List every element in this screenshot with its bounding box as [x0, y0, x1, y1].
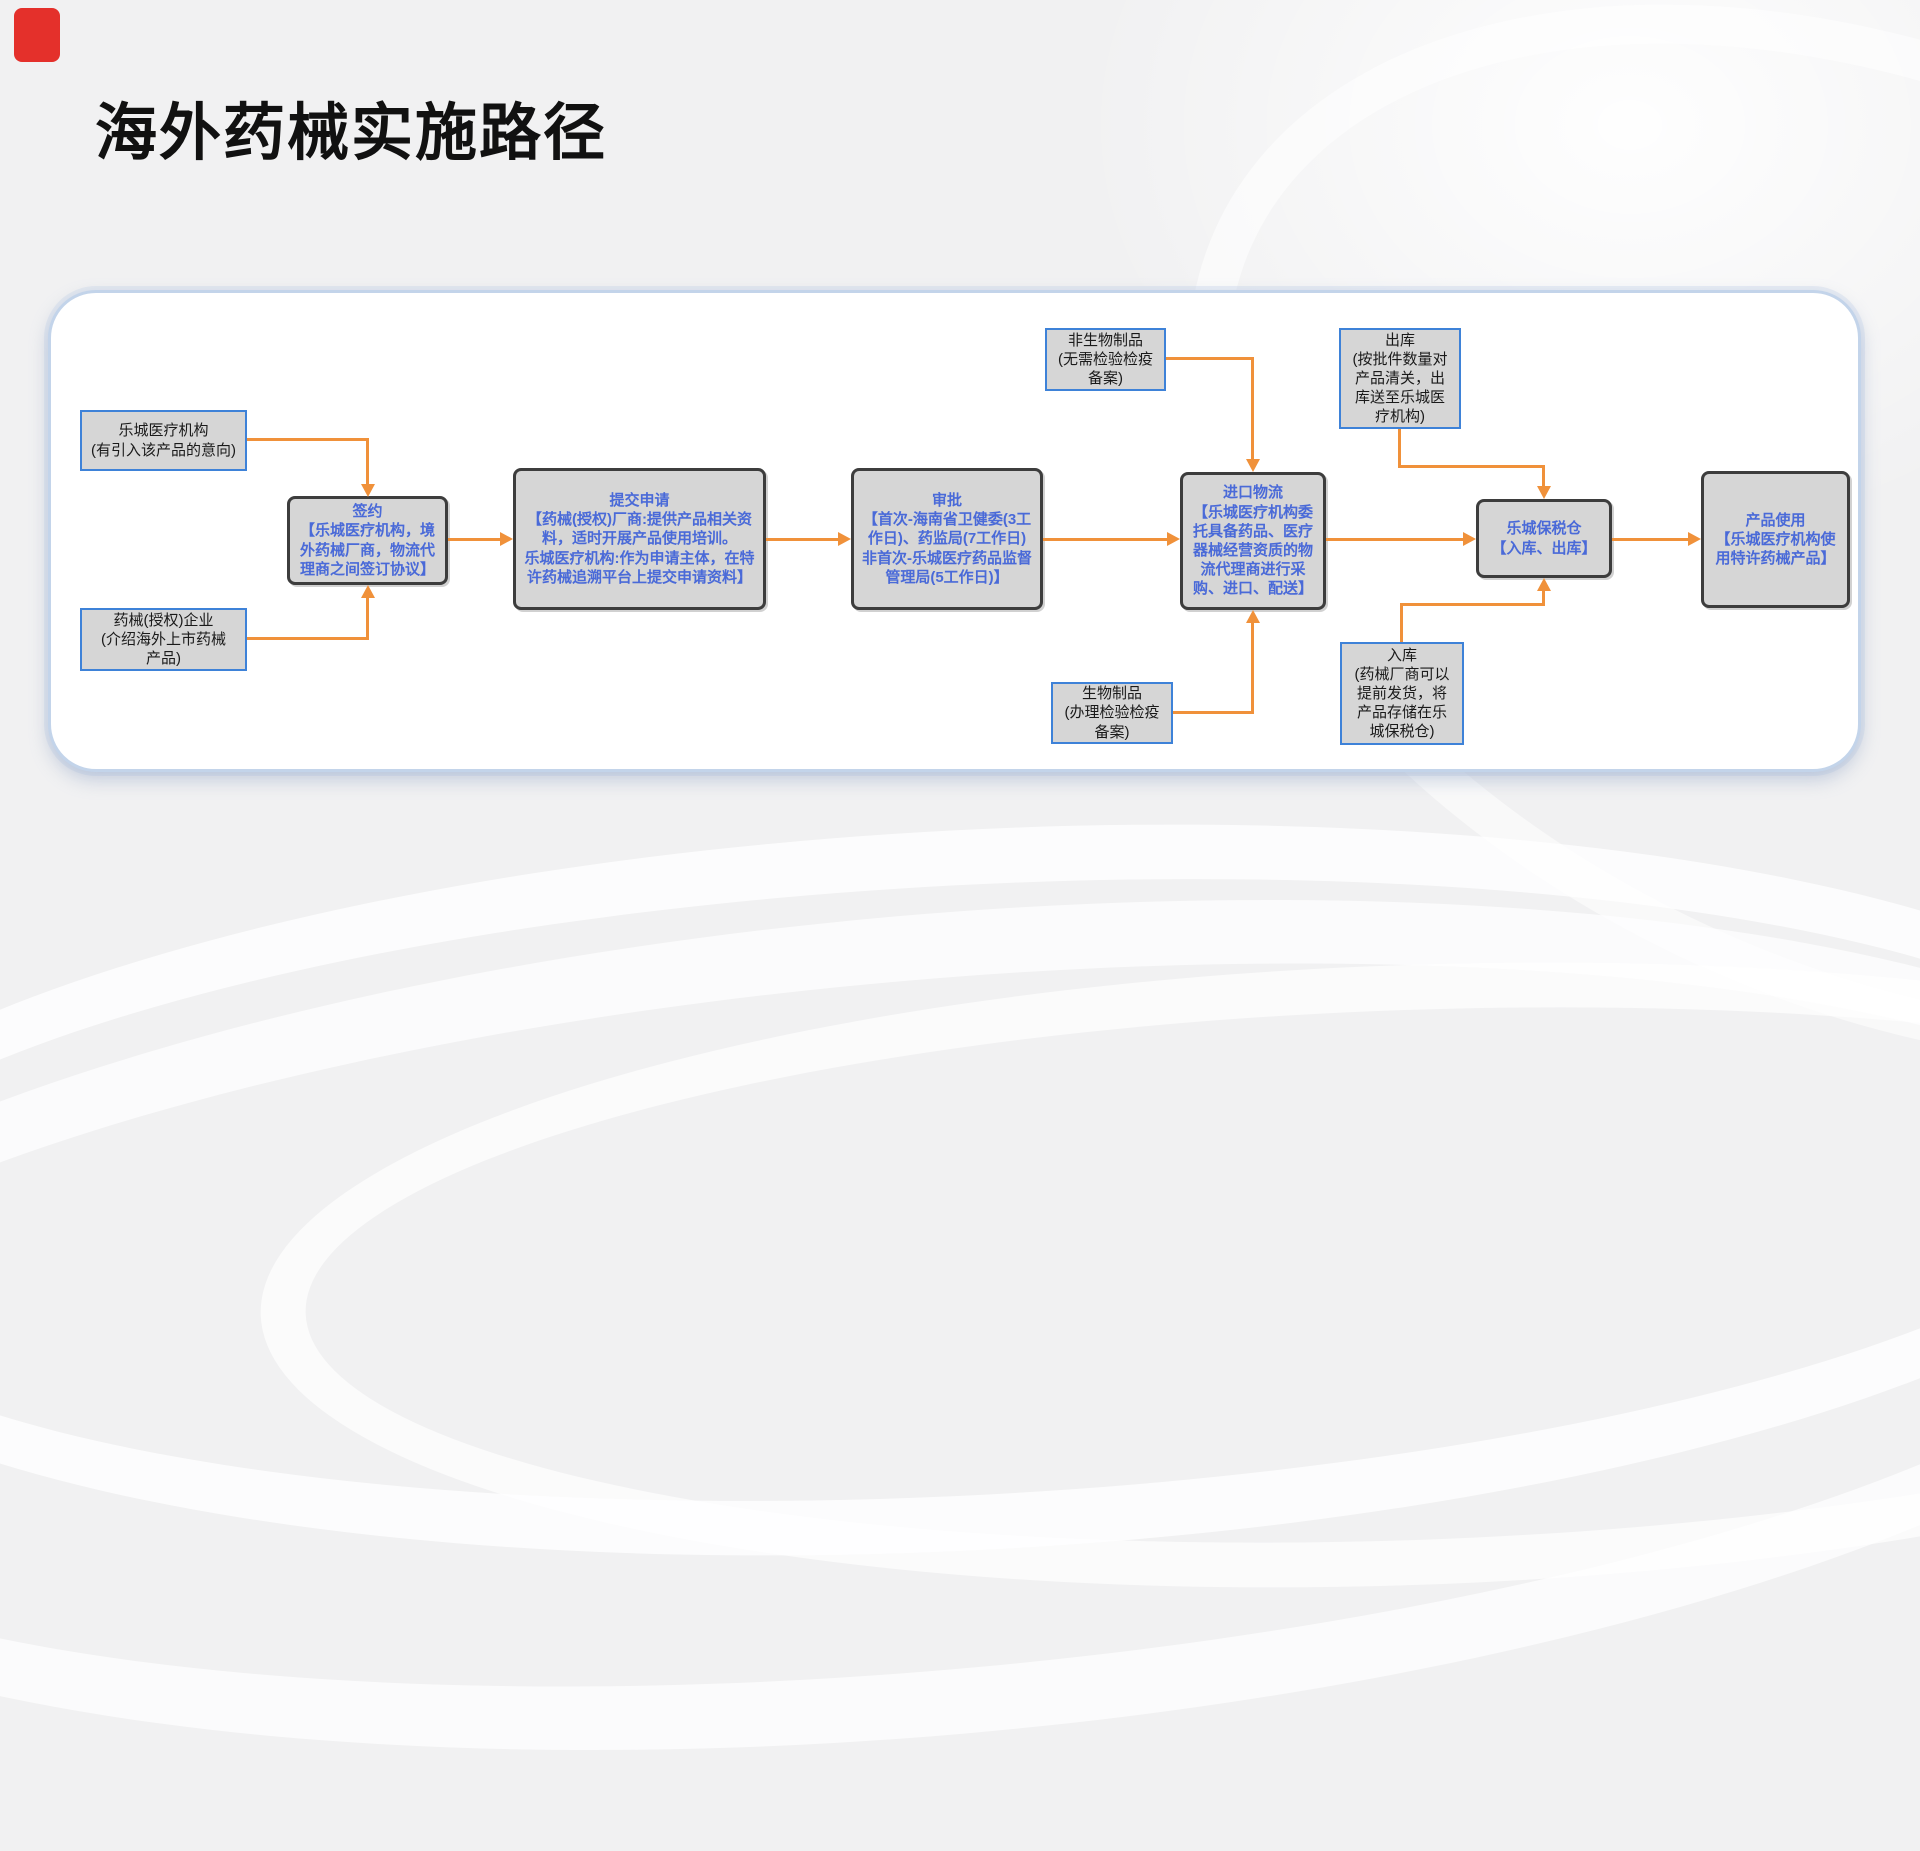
connector-segment — [1542, 591, 1545, 605]
flow-box-approval: 审批 【首次-海南省卫健委(3工 作日)、药监局(7工作日) 非首次-乐城医疗药… — [851, 468, 1043, 610]
connector-segment — [1398, 429, 1401, 467]
connector-segment — [1612, 538, 1688, 541]
connector-segment — [247, 438, 368, 441]
arrowhead-right-icon — [1167, 532, 1180, 546]
flow-box-non-biological-products: 非生物制品 (无需检验检疫 备案) — [1045, 328, 1166, 391]
arrowhead-right-icon — [838, 532, 851, 546]
arrowhead-up-icon — [1246, 610, 1260, 623]
connector-segment — [1400, 604, 1403, 642]
connector-segment — [1173, 711, 1254, 714]
page-title: 海外药械实施路径 — [95, 99, 608, 168]
arrowhead-down-icon — [1246, 459, 1260, 472]
connector-segment — [366, 438, 369, 484]
connector-segment — [1326, 538, 1463, 541]
connector-segment — [1251, 357, 1254, 459]
arrowhead-up-icon — [361, 585, 375, 598]
connector-segment — [448, 538, 500, 541]
arrowhead-down-icon — [361, 484, 375, 497]
flow-box-import-logistics: 进口物流 【乐城医疗机构委 托具备药品、医疗 器械经营资质的物 流代理商进行采 … — [1180, 472, 1326, 610]
connector-segment — [366, 597, 369, 640]
connector-segment — [1043, 538, 1167, 541]
arrowhead-up-icon — [1537, 578, 1551, 591]
connector-segment — [1542, 465, 1545, 486]
flow-box-lecheng-medical-org: 乐城医疗机构 (有引入该产品的意向) — [80, 410, 247, 471]
connector-segment — [247, 637, 368, 640]
red-logo-mark — [14, 8, 60, 62]
flow-box-product-use: 产品使用 【乐城医疗机构使 用特许药械产品】 — [1701, 471, 1850, 608]
flow-box-biological-products: 生物制品 (办理检验检疫 备案) — [1051, 682, 1173, 744]
connector-segment — [766, 538, 838, 541]
connector-segment — [1398, 465, 1545, 468]
connector-segment — [1166, 357, 1254, 360]
arrowhead-down-icon — [1537, 486, 1551, 499]
flow-box-submit-application: 提交申请 【药械(授权)厂商:提供产品相关资 料，适时开展产品使用培训。 乐城医… — [513, 468, 766, 610]
arrowhead-right-icon — [1688, 532, 1701, 546]
flow-box-sign-contract: 签约 【乐城医疗机构，境 外药械厂商，物流代 理商之间签订协议】 — [287, 496, 448, 585]
connector-segment — [1400, 603, 1545, 606]
flow-box-bonded-warehouse: 乐城保税仓 【入库、出库】 — [1476, 499, 1612, 578]
flow-box-pharma-authorized-enterprise: 药械(授权)企业 (介绍海外上市药械 产品) — [80, 608, 247, 671]
arrowhead-right-icon — [500, 532, 513, 546]
flow-box-outbound: 出库 (按批件数量对 产品清关，出 库送至乐城医 疗机构) — [1339, 328, 1461, 429]
flowchart-panel: 乐城医疗机构 (有引入该产品的意向) 药械(授权)企业 (介绍海外上市药械 产品… — [48, 290, 1861, 772]
connector-segment — [1251, 623, 1254, 713]
arrowhead-right-icon — [1463, 532, 1476, 546]
flow-box-inbound: 入库 (药械厂商可以 提前发货，将 产品存储在乐 城保税仓) — [1340, 642, 1464, 745]
